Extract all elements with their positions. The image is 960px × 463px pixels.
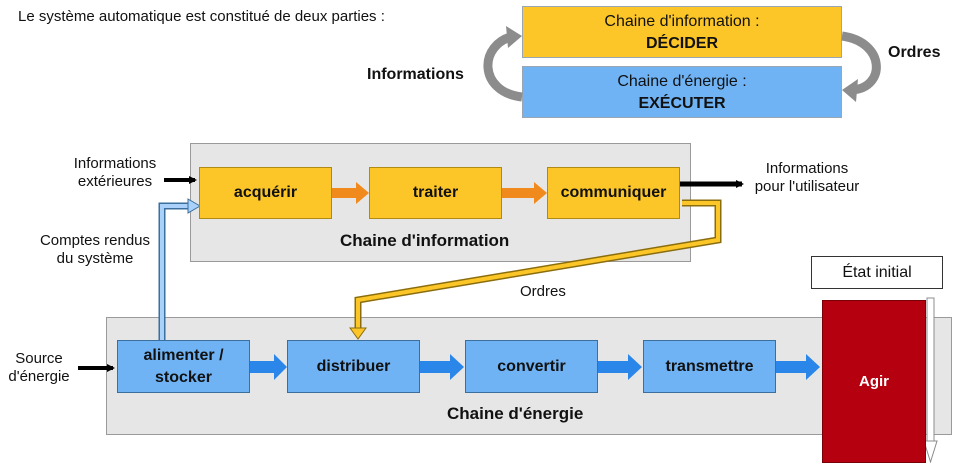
orders-arrow	[349, 199, 722, 340]
external-info-label: Informations extérieures	[73, 155, 157, 190]
intro-text: Le système automatique est constitué de …	[18, 8, 385, 25]
block-distribuer: distribuer	[287, 340, 420, 393]
energy-flow-arrow-2	[420, 354, 464, 380]
energy-flow-arrow-1	[250, 354, 287, 380]
block-acquerir: acquérir	[199, 167, 332, 219]
initial-state-arrow	[923, 297, 938, 463]
energy-flow-arrow-4	[776, 354, 820, 380]
orders-label: Ordres	[520, 283, 566, 300]
block-traiter: traiter	[369, 167, 502, 219]
energy-chain-title: Chaine d'énergie	[447, 404, 584, 423]
summary-info-chain-box: Chaine d'information : DÉCIDER	[522, 6, 842, 58]
block-convertir: convertir	[465, 340, 598, 393]
block-alimenter-stocker: alimenter / stocker	[117, 340, 250, 393]
block-transmettre: transmettre	[643, 340, 776, 393]
energy-flow-arrow-3	[598, 354, 642, 380]
summary-info-chain-label: Chaine d'information :	[604, 13, 760, 30]
info-chain-title: Chaine d'information	[340, 231, 510, 250]
initial-state-label: État initial	[842, 264, 912, 281]
initial-state-box: État initial	[811, 256, 943, 289]
info-flow-arrow-2	[502, 182, 547, 204]
info-flow-arrow-1	[332, 182, 369, 204]
summary-energy-chain-action: EXÉCUTER	[638, 95, 726, 112]
feedback-label: Comptes rendus du système	[39, 232, 151, 267]
user-info-label: Informations pour l'utilisateur	[754, 160, 860, 195]
summary-energy-chain-box: Chaine d'énergie : EXÉCUTER	[522, 66, 842, 118]
summary-right-loop-arrow	[841, 31, 881, 102]
block-agir: Agir	[822, 300, 926, 463]
summary-info-chain-action: DÉCIDER	[645, 35, 718, 52]
summary-ordres-label: Ordres	[888, 44, 941, 61]
block-communiquer: communiquer	[547, 167, 680, 219]
block-agir-label: Agir	[859, 372, 889, 390]
summary-left-loop-arrow	[483, 26, 523, 102]
energy-source-label: Source d'énergie	[8, 350, 70, 385]
feedback-arrow	[158, 198, 201, 340]
summary-energy-chain-label: Chaine d'énergie :	[617, 73, 747, 90]
summary-informations-label: Informations	[367, 66, 464, 83]
